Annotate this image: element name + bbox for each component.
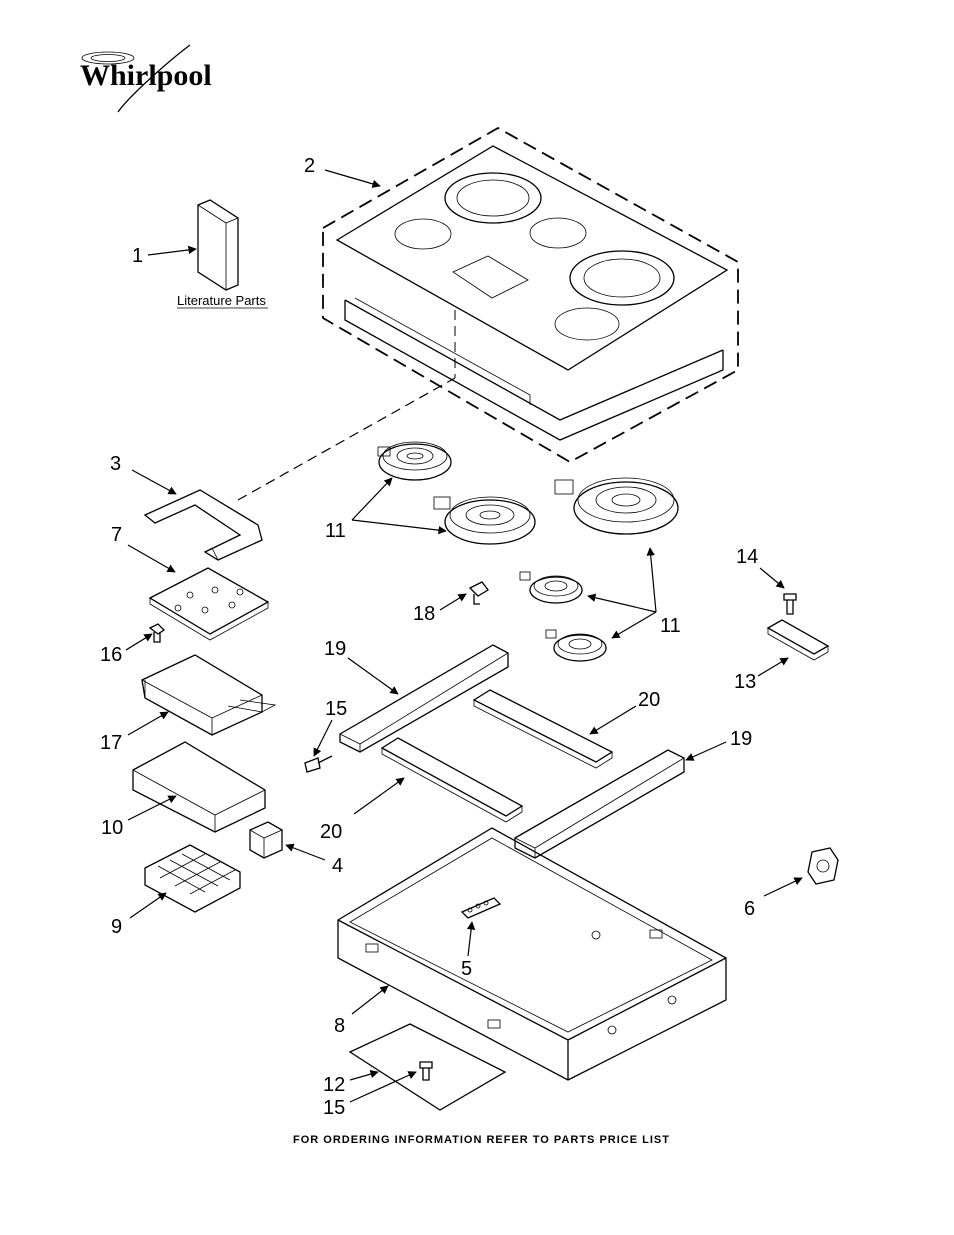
callout-8: 8 [334,1015,345,1037]
callout-20a: 20 [638,689,660,711]
callout-7: 7 [111,524,122,546]
callout-9: 9 [111,916,122,938]
clip-part [148,623,166,643]
leader-lines [125,169,803,1103]
callout-19a: 19 [324,638,346,660]
cooktop-assembly [322,126,739,464]
bracket-part [143,489,263,561]
screw-part-14 [783,593,797,615]
rail-part-19b [514,749,685,859]
callout-14: 14 [736,546,758,568]
rail-part-19a [339,644,509,753]
switch-part [807,847,839,885]
bracket-part-20b [380,737,524,823]
callout-1: 1 [132,245,143,267]
literature-part: Literature Parts [177,199,268,309]
callout-13: 13 [734,671,756,693]
burner-element-3 [554,477,679,535]
callout-2: 2 [304,155,315,177]
whirlpool-logo: Whirlpool [80,44,212,113]
callout-3: 3 [110,453,121,475]
callout-11a: 11 [325,520,346,542]
callout-16: 16 [100,644,122,666]
screw-part-15 [304,755,333,773]
sensor-part [468,581,489,605]
relay-part [249,821,283,859]
callout-17: 17 [100,732,122,754]
burner-element-4 [519,571,583,604]
bracket-part-13 [766,619,830,661]
footer-text: FOR ORDERING INFORMATION REFER TO PARTS … [293,1134,670,1146]
brand-name: Whirlpool [80,59,212,92]
base-box-part [337,827,727,1081]
burner-element-2 [433,496,536,545]
callout-12: 12 [323,1074,345,1096]
burner-element-5 [545,629,607,662]
callout-5: 5 [461,958,472,980]
housing-lower-part [132,741,266,833]
control-board-part [148,567,270,641]
grid-part [144,844,241,913]
terminal-block-part [460,897,502,919]
callout-20b: 20 [320,821,342,843]
callout-15b: 15 [323,1097,345,1119]
plate-part [348,1023,507,1111]
callout-15a: 15 [325,698,347,720]
callout-labels: 1 2 3 4 5 6 7 8 9 10 11 11 12 13 14 15 1… [100,155,758,1119]
callout-19b: 19 [730,728,752,750]
housing-part [141,654,277,736]
callout-4: 4 [332,855,343,877]
bracket-part-20a [472,689,614,769]
screw-part-15b [419,1061,433,1081]
callout-11b: 11 [660,615,681,637]
burner-element-1 [377,441,452,481]
callout-10: 10 [101,817,123,839]
callout-18: 18 [413,603,435,625]
callout-6: 6 [744,898,755,920]
literature-label: Literature Parts [177,293,266,308]
